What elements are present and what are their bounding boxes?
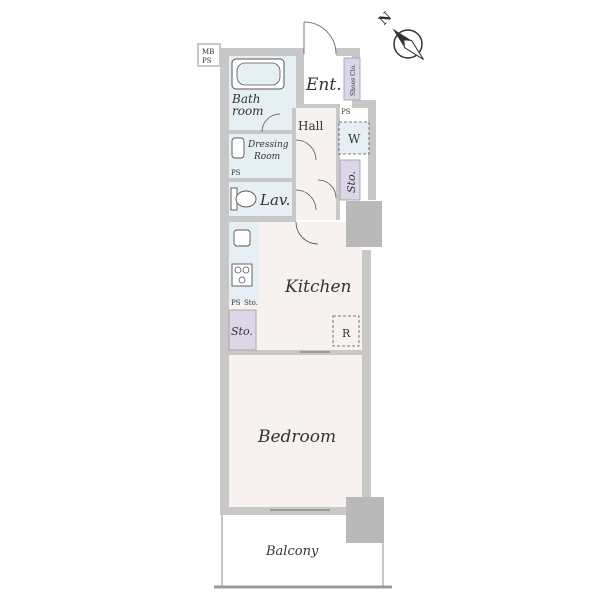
sink-icon (233, 229, 251, 247)
bathroom-label-2: room (232, 104, 264, 118)
washer-label: W (348, 132, 361, 146)
compass-label: N (376, 9, 395, 28)
ps-label-dressing: PS (231, 169, 241, 177)
bathroom-label-1: Bath (231, 92, 261, 106)
washer-space (338, 121, 370, 155)
shoes-closet (343, 57, 361, 101)
bedroom-floor (229, 355, 362, 507)
north-arrow-icon (392, 28, 424, 60)
hall-label: Hall (298, 119, 323, 133)
ps-label-top: PS (202, 57, 212, 65)
doors (261, 21, 337, 511)
balcony (214, 515, 392, 589)
bathtub-icon (231, 58, 285, 90)
refrigerator-space (332, 315, 360, 347)
stove-icon (231, 263, 253, 287)
lavatory-label: Lav. (259, 191, 290, 209)
kitchen-small-storage-label: Sto. (244, 299, 258, 307)
hall-floor (296, 108, 336, 220)
kitchen-storage (228, 309, 257, 351)
walls (197, 43, 376, 515)
bedroom-label: Bedroom (257, 427, 336, 447)
mb-label: MB (202, 48, 214, 56)
hall-storage-label: Sto. (345, 171, 358, 193)
kitchen-label: Kitchen (284, 277, 351, 297)
dressing-label-1: Dressing (247, 140, 289, 150)
entrance-label: Ent. (305, 75, 342, 95)
refrigerator-label: R (342, 327, 351, 340)
ps-label-kitchen: PS (231, 299, 241, 307)
dressing-label-2: Room (253, 152, 280, 162)
toilet-icon (230, 187, 257, 211)
balcony-label: Balcony (265, 544, 319, 559)
wash-basin-icon (231, 137, 245, 159)
ps-label-hall: PS (341, 108, 351, 116)
hall-storage (339, 159, 361, 201)
shoes-closet-label: Shoes Clo. (350, 64, 357, 96)
kitchen-storage-label: Sto. (231, 325, 253, 338)
pillar-lower (346, 497, 384, 543)
pillar-upper (346, 201, 382, 247)
